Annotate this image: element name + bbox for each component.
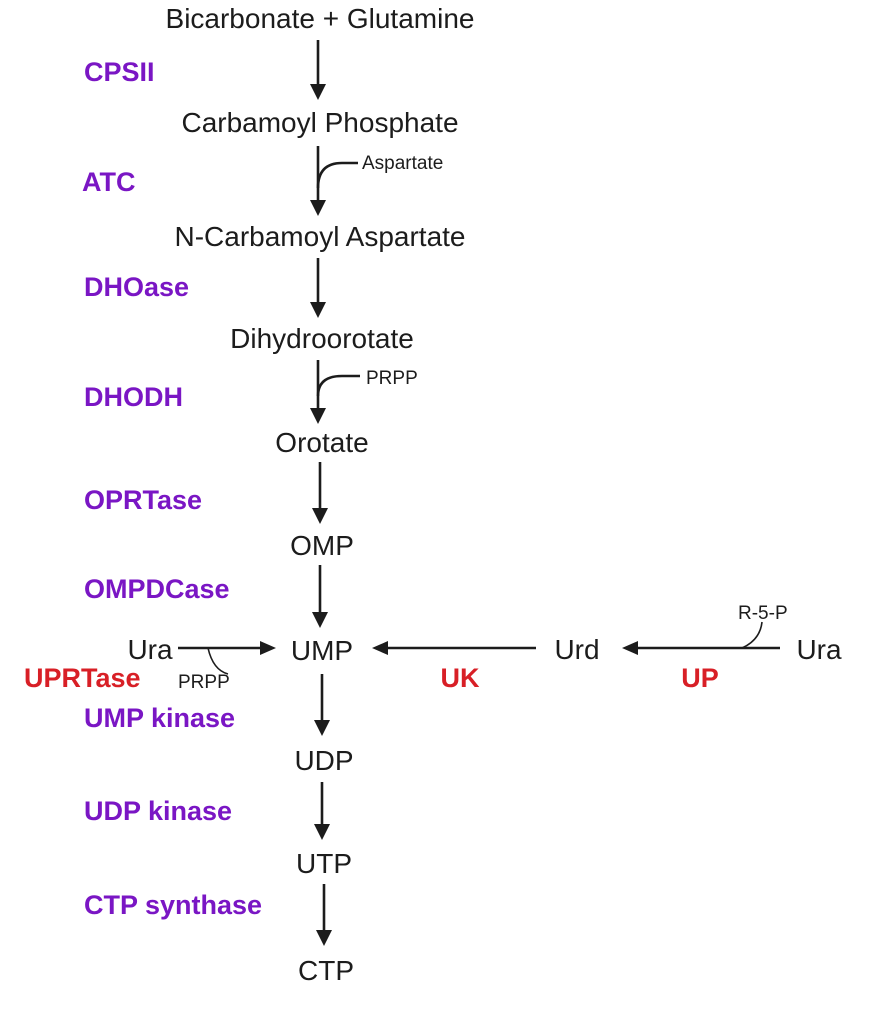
metabolite-ura-left: Ura bbox=[127, 634, 173, 665]
metabolite-n-carbamoyl-aspartate: N-Carbamoyl Aspartate bbox=[174, 221, 465, 252]
enzyme-udp-kinase: UDP kinase bbox=[84, 796, 232, 826]
enzyme-atc: ATC bbox=[82, 167, 136, 197]
metabolite-ump: UMP bbox=[291, 635, 353, 666]
metabolite-orotate: Orotate bbox=[275, 427, 368, 458]
metabolite-dihydroorotate: Dihydroorotate bbox=[230, 323, 414, 354]
enzyme-dhoase: DHOase bbox=[84, 272, 189, 302]
enzyme-cpsii: CPSII bbox=[84, 57, 155, 87]
arrow-ump-to-udp bbox=[314, 674, 330, 736]
metabolite-carbamoyl-phosphate: Carbamoyl Phosphate bbox=[181, 107, 458, 138]
cosubstrate-r5p: R-5-P bbox=[738, 603, 788, 624]
enzyme-oprtase: OPRTase bbox=[84, 485, 202, 515]
metabolite-bicarbonate-glutamine: Bicarbonate + Glutamine bbox=[166, 3, 475, 34]
cosubstrate-prpp-uprtase: PRPP bbox=[178, 672, 230, 693]
cosubstrate-prpp-dhodh: PRPP bbox=[366, 368, 418, 389]
arrow-ura-to-urd bbox=[622, 621, 780, 655]
enzyme-dhodh: DHODH bbox=[84, 382, 183, 412]
metabolite-omp: OMP bbox=[290, 530, 354, 561]
enzyme-up: UP bbox=[681, 663, 719, 693]
metabolite-ura-right: Ura bbox=[796, 634, 842, 665]
metabolite-ctp: CTP bbox=[298, 955, 354, 986]
arrow-bicarbonate-to-carbamoyl-phosphate bbox=[310, 40, 326, 100]
arrow-ura-to-ump bbox=[178, 641, 276, 675]
enzyme-uprtase: UPRTase bbox=[24, 663, 141, 693]
arrow-dihydroorotate-to-orotate bbox=[310, 360, 360, 424]
arrow-carbamoyl-phosphate-to-n-carbamoyl-aspartate bbox=[310, 146, 358, 216]
metabolite-utp: UTP bbox=[296, 848, 352, 879]
arrow-urd-to-ump bbox=[372, 641, 536, 655]
enzyme-ctp-synthase: CTP synthase bbox=[84, 890, 262, 920]
enzyme-ump-kinase: UMP kinase bbox=[84, 703, 235, 733]
enzyme-uk: UK bbox=[441, 663, 480, 693]
metabolite-urd: Urd bbox=[554, 634, 599, 665]
arrow-orotate-to-omp bbox=[312, 462, 328, 524]
arrow-udp-to-utp bbox=[314, 782, 330, 840]
metabolite-udp: UDP bbox=[294, 745, 353, 776]
arrow-n-carbamoyl-aspartate-to-dihydroorotate bbox=[310, 258, 326, 318]
arrow-utp-to-ctp bbox=[316, 884, 332, 946]
cosubstrate-aspartate: Aspartate bbox=[362, 153, 443, 174]
enzyme-ompdcase: OMPDCase bbox=[84, 574, 230, 604]
arrow-omp-to-ump bbox=[312, 565, 328, 628]
